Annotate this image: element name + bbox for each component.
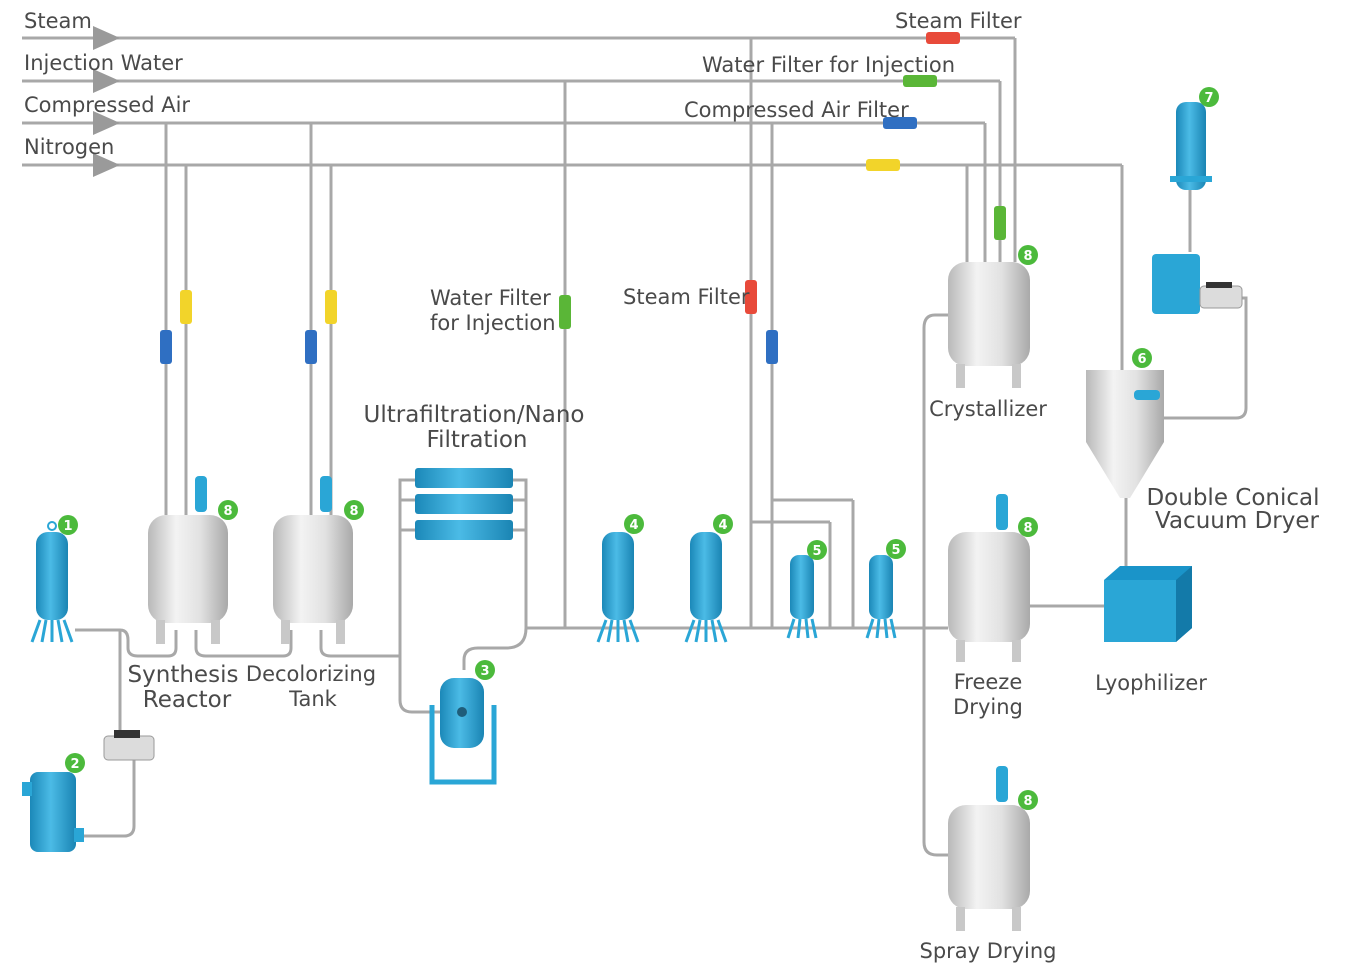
label-synthesis-reactor-1: Synthesis <box>128 662 239 688</box>
svg-text:3: 3 <box>480 664 489 679</box>
water-filter-mid-icon <box>559 295 571 329</box>
nitrogen-filter-reactor-icon <box>180 290 192 324</box>
svg-text:7: 7 <box>1204 91 1213 106</box>
badge-1: 1 <box>58 515 78 535</box>
svg-text:8: 8 <box>1023 794 1032 809</box>
vessel-2 <box>22 772 84 852</box>
badge-3: 3 <box>475 660 495 680</box>
air-filter-reactor-icon <box>160 330 172 364</box>
synthesis-reactor-vessel <box>148 476 228 644</box>
vessel-5b <box>865 555 897 639</box>
label-dryer-1: Double Conical <box>1146 485 1319 511</box>
spray-drying-vessel <box>948 766 1030 931</box>
badge-7: 7 <box>1199 87 1219 107</box>
label-freeze-drying-2: Drying <box>953 695 1023 719</box>
badge-6: 6 <box>1132 348 1152 368</box>
label-steam-filter-top: Steam Filter <box>895 9 1022 33</box>
water-filter-crystallizer-icon <box>994 206 1006 240</box>
badge-8-reactor: 8 <box>218 500 238 520</box>
inline-filters <box>160 32 1006 364</box>
svg-text:5: 5 <box>812 544 821 559</box>
steam-filter-top-icon <box>926 32 960 44</box>
water-filter-top-icon <box>903 75 937 87</box>
badge-5a: 5 <box>807 540 827 560</box>
nitrogen-filter-tank-icon <box>325 290 337 324</box>
label-nitrogen: Nitrogen <box>24 135 114 159</box>
label-dryer-2: Vacuum Dryer <box>1155 508 1319 534</box>
pipe-network <box>22 26 1248 857</box>
label-crystallizer: Crystallizer <box>929 397 1047 421</box>
vessel-4a <box>596 532 640 643</box>
badge-4b: 4 <box>713 514 733 534</box>
double-conical-dryer-vessel <box>1086 370 1164 498</box>
badge-8-crystallizer: 8 <box>1018 245 1038 265</box>
svg-text:4: 4 <box>718 518 727 533</box>
svg-text:8: 8 <box>349 504 358 519</box>
freeze-drying-vessel <box>948 494 1030 662</box>
air-filter-mid-icon <box>766 330 778 364</box>
decolorizing-tank-vessel <box>273 476 353 644</box>
badge-5b: 5 <box>886 539 906 559</box>
label-decolorizing-tank-2: Tank <box>288 687 338 711</box>
label-water-filter-mid-2: for Injection <box>430 311 556 335</box>
svg-text:1: 1 <box>63 519 72 534</box>
air-filter-top-icon <box>883 117 917 129</box>
vessel-7 <box>1170 102 1212 190</box>
label-steam: Steam <box>24 9 92 33</box>
svg-text:8: 8 <box>1023 521 1032 536</box>
svg-text:5: 5 <box>891 543 900 558</box>
label-water-filter-top: Water Filter for Injection <box>702 53 955 77</box>
label-air-filter-top: Compressed Air Filter <box>684 98 909 122</box>
vacuum-pump-icon <box>1152 254 1243 314</box>
vessel-4b <box>684 532 728 643</box>
label-injection-water: Injection Water <box>24 51 183 75</box>
label-compressed-air: Compressed Air <box>24 93 190 117</box>
badge-8-spray: 8 <box>1018 790 1038 810</box>
ultrafiltration-unit <box>415 468 513 540</box>
vessel-5a <box>786 555 818 639</box>
svg-text:8: 8 <box>223 504 232 519</box>
svg-text:8: 8 <box>1023 249 1032 264</box>
svg-text:2: 2 <box>70 757 79 772</box>
label-water-filter-mid-1: Water Filter <box>430 286 551 310</box>
label-ultrafiltration-2: Filtration <box>427 427 528 453</box>
label-ultrafiltration-1: Ultrafiltration/Nano <box>364 402 585 428</box>
badge-8-decolor: 8 <box>344 500 364 520</box>
vessel-1 <box>30 521 74 643</box>
svg-text:6: 6 <box>1137 352 1146 367</box>
svg-text:4: 4 <box>629 518 638 533</box>
label-synthesis-reactor-2: Reactor <box>143 687 232 713</box>
label-decolorizing-tank-1: Decolorizing <box>246 662 376 686</box>
crystallizer-vessel <box>948 262 1030 388</box>
badge-2: 2 <box>65 753 85 773</box>
steam-filter-mid-icon <box>745 280 757 314</box>
label-freeze-drying-1: Freeze <box>954 670 1023 694</box>
nitrogen-filter-top-icon <box>866 159 900 171</box>
pump-icon <box>103 730 155 761</box>
label-lyophilizer: Lyophilizer <box>1095 671 1207 695</box>
label-steam-filter-mid: Steam Filter <box>623 285 750 309</box>
lyophilizer-box <box>1104 566 1192 642</box>
air-filter-tank-icon <box>305 330 317 364</box>
badge-4a: 4 <box>624 514 644 534</box>
badge-8-freeze: 8 <box>1018 517 1038 537</box>
vessel-3 <box>429 678 497 785</box>
label-spray-drying: Spray Drying <box>920 939 1057 963</box>
